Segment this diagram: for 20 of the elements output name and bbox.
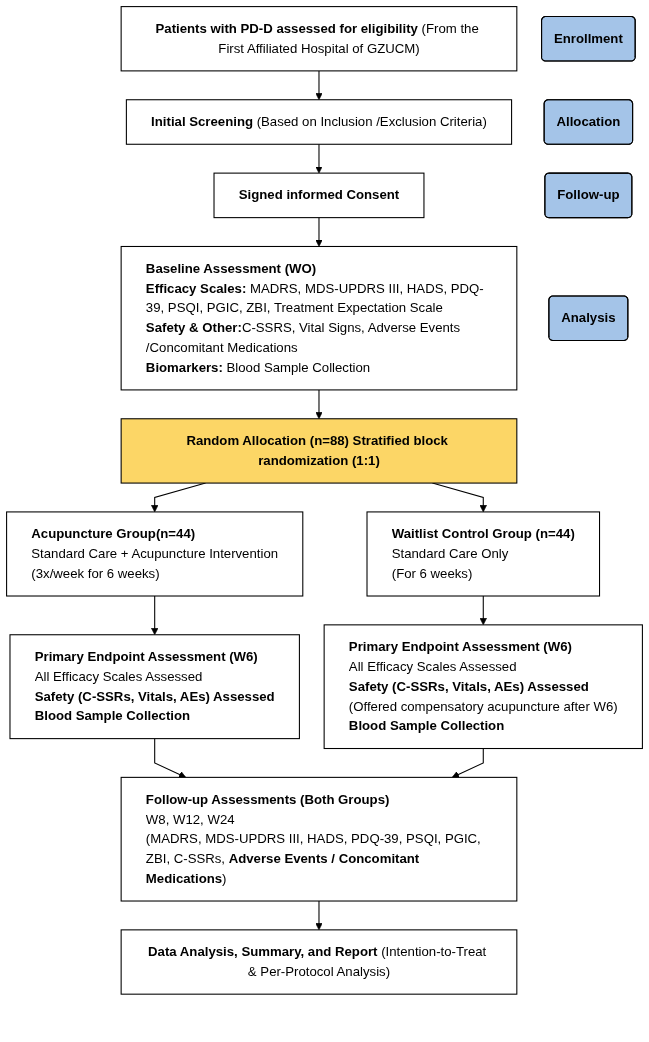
node-box: Follow-up Assessments (Both Groups) W8, W12, W24 (MADRS, MDS-UPDRS III, HADS, PDQ-39, PSQI, PGIC, ZBI, C-SSRs, Adverse Events / Concomitant Medications) xyxy=(120,776,518,902)
node-box: Waitlist Control Group (n=44) Standard Care Only (For 6 weeks) xyxy=(366,511,601,597)
node-box: Signed informed Consent xyxy=(213,172,425,219)
node-box: Acupuncture Group(n=44) Standard Care + Acupuncture Intervention (3x/week for 6 weeks) xyxy=(6,511,304,597)
node-box: Baseline Assessment (WO) Efficacy Scales: MADRS, MDS-UPDRS III, HADS, PDQ-39, PSQI, PGIC, ZBI, Treatment Expectation Scale Safety & Other:C-SSRS, Vital Signs, Adverse Events /Concomitant Medications Biomarkers: Blood Sample Collection xyxy=(120,245,518,391)
node-box: Random Allocation (n=88) Stratified block randomization (1:1) xyxy=(120,418,518,484)
node-box: Patients with PD-D assessed for eligibility (From the First Affiliated Hospital of GZUCM) xyxy=(120,6,518,72)
node-box: Initial Screening (Based on Inclusion /Exclusion Criteria) xyxy=(125,99,513,145)
arrow xyxy=(451,747,484,778)
arrow xyxy=(315,143,323,174)
arrow xyxy=(154,738,187,778)
node-box: Primary Endpoint Assessment (W6) All Efficacy Scales Assessed Safety (C-SSRs, Vitals, AEs) Assessed (Offered compensatory acupuncture after W6) Blood Sample Collection xyxy=(323,624,643,750)
node-box: Primary Endpoint Assessment (W6) All Efficacy Scales Assessed Safety (C-SSRs, Vitals, AEs) Assessed Blood Sample Collection xyxy=(9,634,300,740)
node-box: Data Analysis, Summary, and Report (Intention-to-Treat & Per-Protocol Analysis) xyxy=(120,929,518,995)
arrow xyxy=(479,595,487,626)
arrow xyxy=(315,389,323,420)
arrow xyxy=(315,900,323,931)
arrow xyxy=(315,70,323,101)
arrow xyxy=(315,217,323,247)
arrow xyxy=(151,595,159,636)
